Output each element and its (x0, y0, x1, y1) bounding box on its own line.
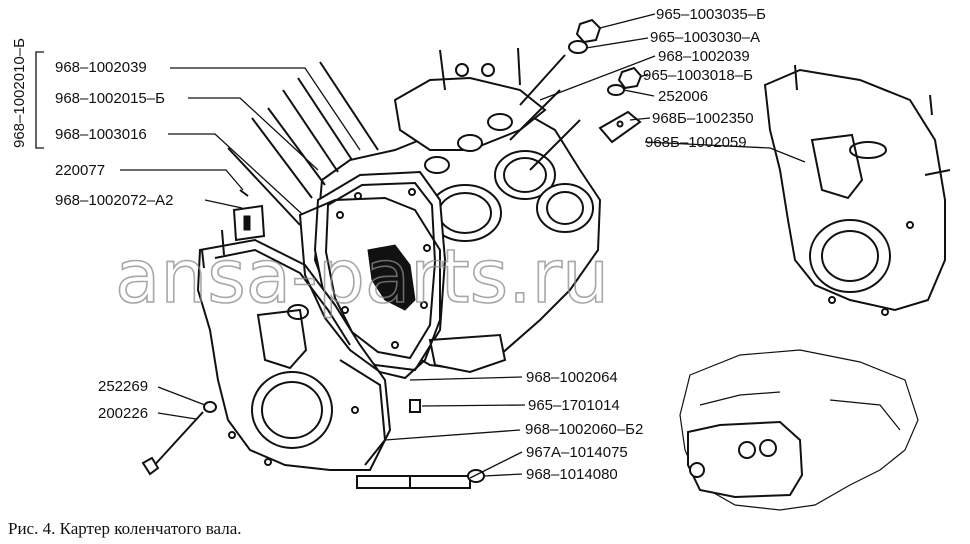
labels-right: 965–1003035–Б 965–1003030–А 968–1002039 … (643, 6, 766, 151)
label-965-1003018: 965–1003018–Б (643, 67, 753, 84)
labels-left: 968–1002039 968–1002015–Б 968–1003016 22… (55, 59, 173, 422)
label-968-1002060: 968–1002060–Б2 (525, 421, 643, 438)
label-252269: 252269 (98, 378, 148, 395)
rear-cover (763, 64, 951, 316)
figure-caption: Рис. 4. Картер коленчатого вала. (8, 519, 242, 538)
label-968-1002072: 968–1002072–А2 (55, 192, 173, 209)
labels-bottom: 968–1002064 965–1701014 968–1002060–Б2 9… (525, 369, 643, 483)
group-bracket: 968–1002010–Б (11, 38, 44, 149)
front-gasket (298, 196, 441, 380)
label-965-1701014: 965–1701014 (528, 397, 620, 414)
crankcase-block (313, 76, 602, 374)
label-965-1003030: 965–1003030–А (650, 29, 760, 46)
label-968-1002064: 968–1002064 (526, 369, 618, 386)
label-220077: 220077 (55, 162, 105, 179)
label-968b-1002059: 968Б–1002059 (645, 134, 747, 151)
label-968-1014080: 968–1014080 (526, 466, 618, 483)
label-200226: 200226 (98, 405, 148, 422)
inset-engine-sketch (679, 349, 919, 511)
label-965-1003035: 965–1003035–Б (656, 6, 766, 23)
label-968b-1002350: 968Б–1002350 (652, 110, 754, 127)
group-label: 968–1002010–Б (11, 38, 28, 148)
cylinder-studs (227, 47, 581, 226)
label-968-1003016: 968–1003016 (55, 126, 147, 143)
leader-lines (120, 13, 806, 479)
small-parts (141, 18, 643, 489)
label-968-1002039-left: 968–1002039 (55, 59, 147, 76)
label-968-1002039-right: 968–1002039 (658, 48, 750, 65)
label-968-1002015: 968–1002015–Б (55, 90, 165, 107)
label-252006: 252006 (658, 88, 708, 105)
label-967a-1014075: 967А–1014075 (526, 444, 628, 461)
front-timing-cover (196, 229, 392, 471)
watermark: ansa-parts.ru (115, 234, 609, 320)
